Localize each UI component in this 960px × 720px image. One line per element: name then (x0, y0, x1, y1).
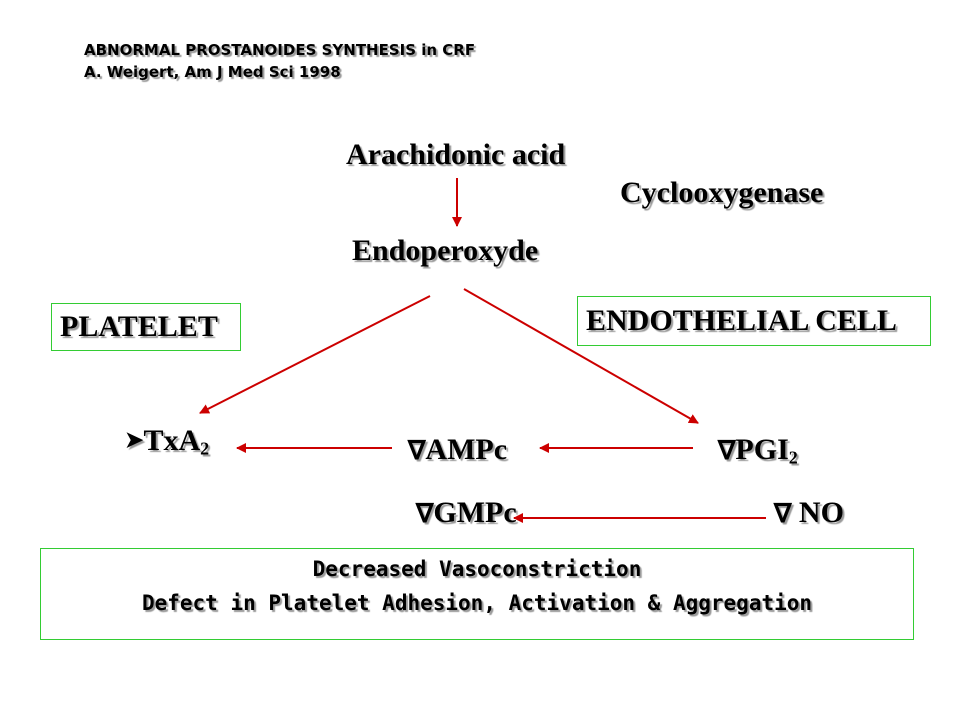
citation: A. Weigert, Am J Med Sci 1998 (84, 63, 341, 81)
conclusion-line-2: Defect in Platelet Adhesion, Activation … (141, 591, 813, 615)
no-label: NO (798, 496, 844, 529)
txa2-subscript: 2 (200, 438, 210, 459)
decrease-icon: ∇ (718, 436, 736, 465)
conclusion-line-1: Decreased Vasoconstriction (312, 557, 642, 581)
ampc-label: AMPc (425, 433, 508, 466)
arachidonic-acid-label: Arachidonic acid (346, 138, 566, 171)
endoperoxyde-label: Endoperoxyde (352, 234, 539, 267)
arrow-endoperoxyde-to-txa2 (199, 295, 431, 414)
decrease-icon: ∇ (408, 436, 426, 465)
gmpc-node: ∇GMPc (416, 496, 517, 530)
endothelial-cell-label: ENDOTHELIAL CELL (586, 304, 897, 337)
platelet-box: PLATELET (51, 303, 241, 351)
txa2-node: ➤TxA2 (125, 424, 209, 460)
decrease-icon: ∇ (774, 499, 792, 528)
gmpc-label: GMPc (433, 496, 517, 529)
ampc-node: ∇AMPc (408, 433, 507, 467)
endothelial-cell-box: ENDOTHELIAL CELL (577, 296, 931, 346)
pgi2-node: ∇PGI2 (718, 433, 798, 469)
decrease-icon: ∇ (416, 499, 434, 528)
platelet-label: PLATELET (60, 310, 218, 343)
slide-title: ABNORMAL PROSTANOIDES SYNTHESIS in CRF (84, 41, 476, 59)
conclusion-box: Decreased Vasoconstriction Defect in Pla… (40, 548, 914, 640)
pgi2-label: PGI (735, 433, 789, 466)
arrow-bullet-icon: ➤ (125, 427, 144, 452)
arrow-endoperoxyde-to-pgi2 (463, 288, 699, 424)
no-node: ∇ NO (774, 496, 844, 530)
pgi2-subscript: 2 (788, 447, 798, 468)
cyclooxygenase-label: Cyclooxygenase (620, 176, 824, 209)
txa2-label: TxA (143, 424, 201, 457)
